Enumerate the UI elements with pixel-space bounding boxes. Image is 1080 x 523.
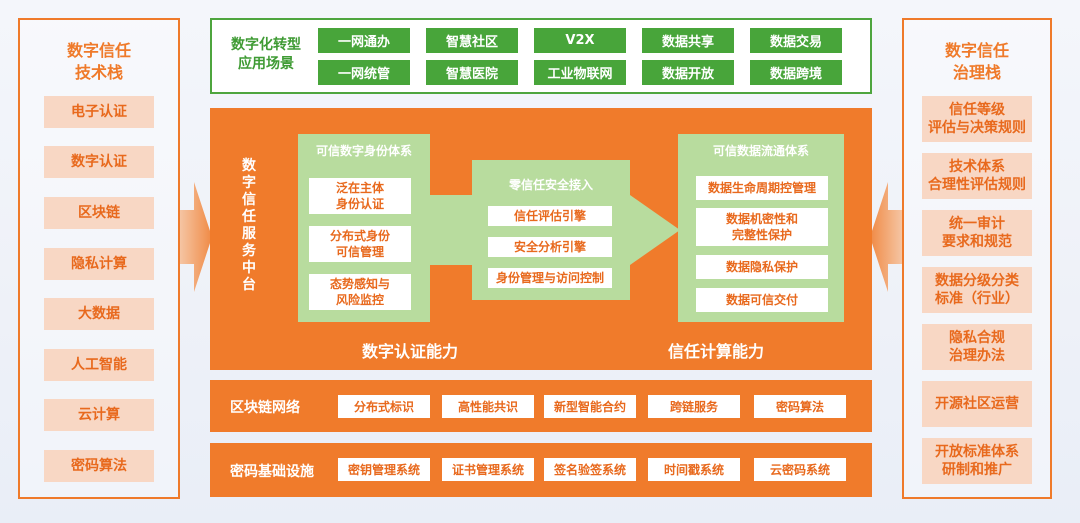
data-flow-item-trusted-delivery: 数据可信交付 — [696, 288, 828, 312]
tech-item-privacy-computing: 隐私计算 — [44, 248, 154, 280]
gov-item-open-standards-l2: 研制和推广 — [942, 462, 1012, 478]
blockchain-item-smart-contract: 新型智能合约 — [544, 395, 636, 418]
scenario-data-trading: 数据交易 — [750, 28, 842, 53]
vt-char-8: 台 — [242, 277, 256, 293]
zero-trust-arrow-icon — [430, 160, 680, 300]
identity-item-1-l2: 身份认证 — [335, 197, 384, 211]
vt-char-7: 中 — [242, 260, 256, 276]
blockchain-network-label: 区块链网络 — [230, 400, 300, 416]
identity-item-2-l2: 可信管理 — [335, 245, 384, 259]
tech-item-ai: 人工智能 — [44, 349, 154, 381]
tech-item-cloud: 云计算 — [44, 399, 154, 431]
gov-item-privacy-compliance: 隐私合规 治理办法 — [922, 324, 1032, 370]
gov-item-trust-level: 信任等级 评估与决策规则 — [922, 96, 1032, 142]
gov-item-trust-level-l2: 评估与决策规则 — [928, 120, 1026, 136]
capability-trust-computing: 信任计算能力 — [668, 342, 765, 361]
scenario-one-network-management: 一网统管 — [318, 60, 410, 85]
gov-item-open-standards: 开放标准体系 研制和推广 — [922, 438, 1032, 484]
gov-item-open-source-l1: 开源社区运营 — [935, 396, 1019, 412]
data-flow-item-1-l1: 数据生命周期控管理 — [707, 181, 816, 195]
gov-item-tech-system: 技术体系 合理性评估规则 — [922, 153, 1032, 199]
capability-digital-auth: 数字认证能力 — [362, 342, 459, 361]
scenarios-label-l1: 数字化转型 — [231, 37, 301, 53]
data-flow-item-lifecycle: 数据生命周期控管理 — [696, 176, 828, 200]
scenario-smart-hospital: 智慧医院 — [426, 60, 518, 85]
zero-trust-item-trust-eval: 信任评估引擎 — [488, 206, 612, 226]
data-flow-item-privacy: 数据隐私保护 — [696, 255, 828, 279]
blockchain-item-crypto-algo: 密码算法 — [754, 395, 846, 418]
identity-item-distributed-id: 分布式身份 可信管理 — [309, 226, 411, 262]
data-flow-item-3-l1: 数据隐私保护 — [725, 260, 798, 274]
zero-trust-item-security-analysis: 安全分析引擎 — [488, 237, 612, 257]
gov-item-open-standards-l1: 开放标准体系 — [935, 444, 1019, 460]
data-flow-item-2-l1: 数据机密性和 — [725, 212, 798, 226]
identity-item-1-l1: 泛在主体 — [335, 181, 384, 195]
crypto-item-key-mgmt: 密钥管理系统 — [338, 458, 430, 481]
right-arrow-icon — [870, 182, 902, 292]
scenario-industrial-iot: 工业物联网 — [534, 60, 626, 85]
gov-item-data-classification-l1: 数据分级分类 — [935, 273, 1019, 289]
blockchain-item-cross-chain: 跨链服务 — [648, 395, 740, 418]
governance-title-line2: 治理栈 — [952, 63, 1001, 82]
blockchain-item-distributed-id: 分布式标识 — [338, 395, 430, 418]
data-flow-system-title: 可信数据流通体系 — [712, 144, 809, 158]
gov-item-data-classification-l2: 标准（行业） — [935, 291, 1019, 307]
blockchain-item-consensus: 高性能共识 — [442, 395, 534, 418]
identity-item-3-l1: 态势感知与 — [329, 277, 390, 291]
tech-item-blockchain: 区块链 — [44, 197, 154, 229]
zero-trust-title: 零信任安全接入 — [508, 178, 593, 192]
tech-stack-title-line2: 技术栈 — [74, 63, 123, 82]
vt-char-2: 字 — [242, 175, 256, 191]
vt-char-4: 任 — [242, 209, 256, 225]
vt-char-3: 信 — [242, 192, 256, 208]
scenario-cross-border-data: 数据跨境 — [750, 60, 842, 85]
data-flow-item-2-l2: 完整性保护 — [731, 228, 792, 242]
platform-vertical-title: 数 字 信 任 服 务 中 台 — [240, 158, 258, 294]
gov-item-audit: 统一审计 要求和规范 — [922, 210, 1032, 256]
data-flow-item-4-l1: 数据可信交付 — [725, 293, 798, 307]
identity-item-subject-auth: 泛在主体 身份认证 — [309, 178, 411, 214]
tech-stack-title-line1: 数字信任 — [66, 41, 131, 60]
scenario-data-sharing: 数据共享 — [642, 28, 734, 53]
governance-stack-title: 数字信任 治理栈 — [904, 40, 1050, 84]
scenarios-label-l2: 应用场景 — [238, 56, 294, 72]
gov-item-audit-l1: 统一审计 — [949, 216, 1005, 232]
crypto-item-cloud-crypto: 云密码系统 — [754, 458, 846, 481]
tech-item-big-data: 大数据 — [44, 298, 154, 330]
identity-system-title: 可信数字身份体系 — [315, 144, 412, 158]
gov-item-trust-level-l1: 信任等级 — [949, 102, 1005, 118]
scenario-v2x: V2X — [534, 28, 626, 53]
gov-item-privacy-compliance-l1: 隐私合规 — [949, 330, 1005, 346]
gov-item-tech-system-l2: 合理性评估规则 — [928, 177, 1026, 193]
gov-item-tech-system-l1: 技术体系 — [949, 159, 1005, 175]
vt-char-5: 服 — [242, 226, 256, 242]
vt-char-1: 数 — [242, 158, 256, 174]
crypto-infrastructure-label: 密码基础设施 — [230, 464, 314, 480]
identity-item-situation-awareness: 态势感知与 风险监控 — [309, 274, 411, 310]
crypto-item-timestamp: 时间戳系统 — [648, 458, 740, 481]
tech-item-crypto-algo: 密码算法 — [44, 450, 154, 482]
data-flow-item-confidentiality: 数据机密性和 完整性保护 — [696, 208, 828, 246]
gov-item-privacy-compliance-l2: 治理办法 — [949, 348, 1005, 364]
tech-stack-title: 数字信任 技术栈 — [20, 40, 178, 84]
scenario-one-network-service: 一网通办 — [318, 28, 410, 53]
identity-item-2-l1: 分布式身份 — [329, 229, 390, 243]
governance-title-line1: 数字信任 — [944, 41, 1009, 60]
gov-item-audit-l2: 要求和规范 — [942, 234, 1012, 250]
identity-item-3-l2: 风险监控 — [335, 293, 384, 307]
crypto-item-signature: 签名验签系统 — [544, 458, 636, 481]
zero-trust-item-iam: 身份管理与访问控制 — [488, 268, 612, 288]
gov-item-open-source: 开源社区运营 — [922, 381, 1032, 427]
crypto-item-cert-mgmt: 证书管理系统 — [442, 458, 534, 481]
scenario-smart-community: 智慧社区 — [426, 28, 518, 53]
tech-item-digital-auth: 数字认证 — [44, 146, 154, 178]
scenario-data-opening: 数据开放 — [642, 60, 734, 85]
left-arrow-icon — [180, 182, 212, 292]
application-scenarios-label: 数字化转型 应用场景 — [222, 36, 310, 74]
gov-item-data-classification: 数据分级分类 标准（行业） — [922, 267, 1032, 313]
vt-char-6: 务 — [242, 243, 256, 259]
tech-item-e-auth: 电子认证 — [44, 96, 154, 128]
